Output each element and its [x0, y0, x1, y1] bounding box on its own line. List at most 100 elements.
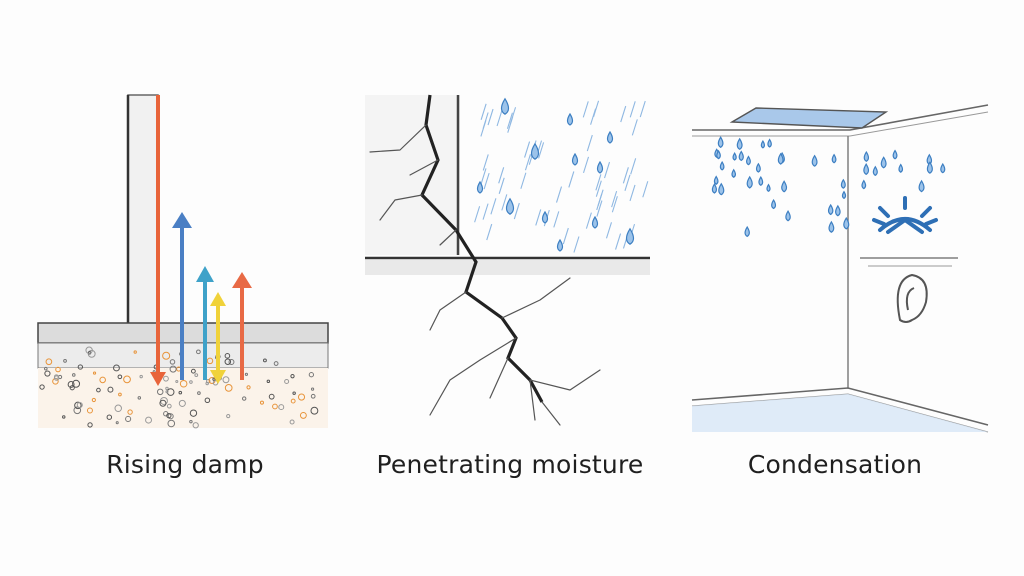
droplet-icon	[918, 179, 925, 193]
rain-streak	[487, 108, 494, 126]
pebble	[263, 358, 267, 363]
pebble	[76, 401, 83, 409]
skylight-window	[729, 107, 889, 129]
pebble	[127, 409, 133, 415]
pebble	[117, 374, 123, 380]
droplet-icon	[746, 175, 753, 189]
pebble	[299, 411, 307, 419]
droplet-icon	[736, 137, 743, 150]
pebble	[246, 385, 251, 390]
rain-streak	[620, 105, 627, 123]
pebble	[268, 393, 275, 400]
pebble	[96, 387, 101, 393]
pebble	[244, 372, 248, 376]
rain-streak	[490, 198, 497, 215]
rain-streak	[595, 180, 602, 197]
droplet-icon	[835, 204, 841, 217]
pebble	[292, 391, 296, 395]
pebble	[189, 409, 198, 417]
condensation-droplets	[711, 136, 946, 238]
rain-streak	[535, 209, 542, 226]
pebble	[67, 380, 75, 388]
pebble	[139, 374, 143, 379]
pebble	[118, 392, 122, 397]
droplet-icon	[840, 178, 846, 189]
pebble	[179, 379, 188, 388]
pebble	[189, 380, 193, 384]
pebble	[266, 379, 271, 384]
pebble	[273, 361, 279, 366]
pebble	[297, 393, 306, 401]
pebble	[43, 366, 48, 371]
caption-penetrating-moisture: Penetrating moisture	[376, 450, 644, 479]
pebble	[310, 393, 316, 399]
pebble	[167, 419, 176, 428]
pebble	[77, 364, 84, 370]
rain-streak	[582, 101, 589, 118]
droplet-icon	[591, 215, 599, 229]
rain-streak	[482, 203, 489, 220]
pebble	[197, 391, 201, 395]
droplet-icon	[831, 153, 837, 164]
droplet-icon	[719, 160, 725, 171]
rain-streak	[586, 134, 593, 152]
rain-streak	[629, 184, 636, 202]
droplet-icon	[541, 210, 549, 224]
droplet-icon	[841, 190, 847, 200]
pebble	[165, 386, 169, 391]
rain-streak	[480, 103, 487, 120]
pebble	[196, 349, 201, 355]
pebble	[106, 414, 113, 420]
rain-streak	[483, 172, 490, 190]
floor-moisture	[692, 394, 988, 432]
droplet-icon	[940, 162, 946, 174]
pebble	[63, 359, 67, 363]
rain-streak	[595, 174, 602, 191]
droplet-icon	[530, 142, 540, 160]
rain-streak	[507, 116, 514, 133]
rising-damp-svg	[37, 94, 329, 429]
rain-streak	[629, 101, 636, 118]
moisture-arrows	[150, 95, 252, 386]
pebble	[163, 375, 169, 382]
droplet-icon	[731, 168, 737, 178]
droplet-icon	[746, 155, 751, 166]
pebble	[308, 372, 314, 378]
pebble	[44, 370, 51, 377]
pebble	[72, 373, 76, 377]
droplet-icon	[861, 179, 867, 190]
droplet-icon	[738, 150, 744, 162]
rain-streak	[630, 158, 637, 175]
pebble	[290, 374, 295, 379]
rain-streak	[506, 112, 513, 129]
rain-streak	[639, 100, 646, 118]
rain-streak	[605, 222, 613, 239]
rain-streak	[498, 177, 505, 195]
pebble	[72, 379, 81, 388]
rising-damp-illustration	[30, 80, 330, 440]
rain-streak	[482, 112, 489, 129]
pebble	[222, 376, 230, 384]
pebble	[74, 401, 82, 410]
pebble	[107, 386, 114, 393]
droplet-icon	[556, 238, 564, 252]
droplet-icon	[777, 152, 784, 165]
droplet-icon	[596, 160, 604, 174]
rain-streak	[555, 186, 563, 203]
droplet-icon	[760, 139, 766, 149]
rain-streak	[611, 196, 618, 213]
droplet-icon	[767, 138, 772, 148]
droplet-icon	[711, 183, 718, 194]
droplet-icon	[566, 112, 574, 126]
droplet-icon	[606, 130, 614, 144]
pebble	[204, 397, 211, 404]
rain-streak	[582, 156, 590, 174]
rain-streak	[474, 206, 481, 223]
droplet-icon	[625, 227, 635, 245]
wall-surface	[365, 95, 460, 255]
pebble	[241, 396, 247, 401]
penetrating-moisture-svg	[365, 94, 650, 426]
wall	[127, 94, 159, 326]
pebble	[205, 381, 209, 386]
condensation-illustration	[690, 80, 990, 440]
